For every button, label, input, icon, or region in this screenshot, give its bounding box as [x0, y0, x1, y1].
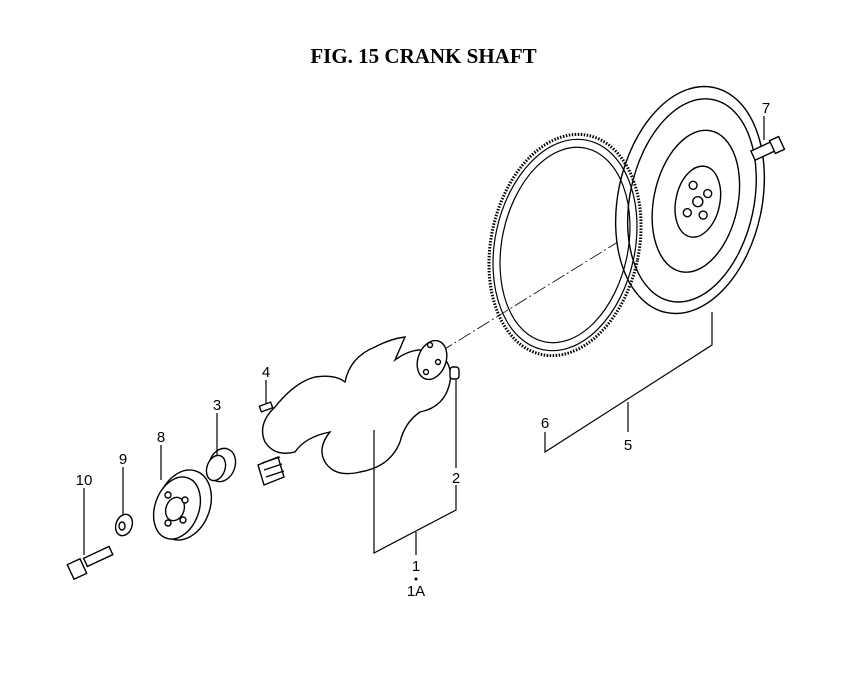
callout-9: 9 [119, 451, 127, 468]
flywheel-bolt [749, 135, 786, 162]
callout-1: 1 [412, 558, 420, 575]
center-axis [439, 147, 771, 353]
callout-2: 2 [452, 470, 460, 487]
crank-pulley [152, 469, 213, 541]
flywheel [614, 85, 766, 315]
pulley-bolt [66, 545, 114, 581]
callout-10: 10 [76, 472, 93, 489]
dowel-pin [449, 366, 460, 380]
crankshaft [257, 336, 452, 486]
key [258, 401, 274, 413]
washer [114, 513, 134, 537]
callout-4: 4 [262, 364, 270, 381]
callout-5: 5 [624, 437, 632, 454]
callout-1a: 1A [407, 583, 425, 600]
leader-lines [83, 116, 765, 581]
callout-7: 7 [762, 100, 770, 117]
callout-6: 6 [541, 415, 549, 432]
figure-title: FIG. 15 CRANK SHAFT [310, 44, 537, 68]
crank-gear [205, 447, 237, 483]
callout-3: 3 [213, 397, 221, 414]
callout-8: 8 [157, 429, 165, 446]
ring-gear [487, 132, 643, 358]
